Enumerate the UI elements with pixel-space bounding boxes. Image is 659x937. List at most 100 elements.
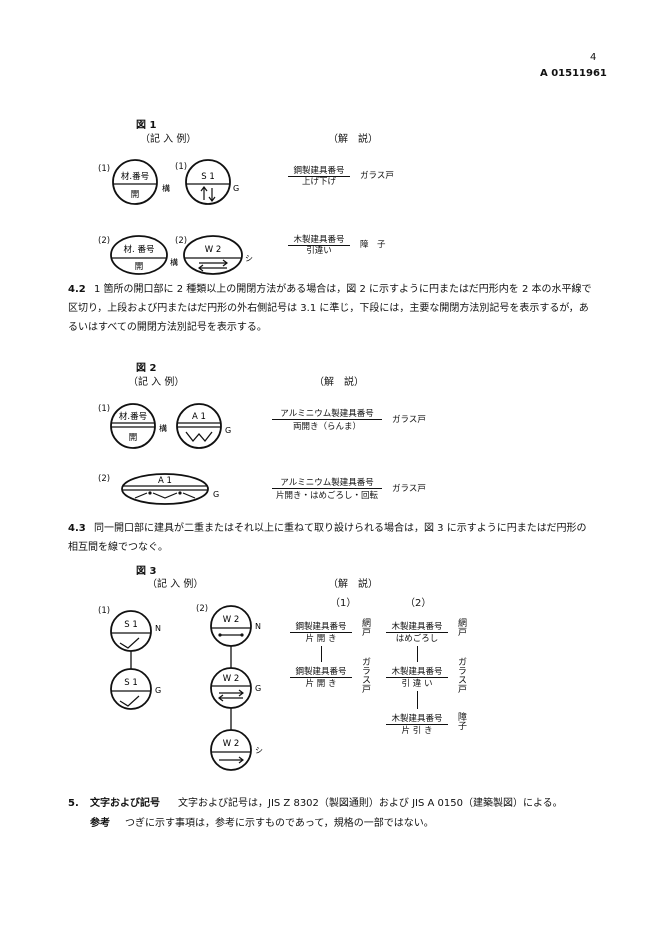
- fig3-f2-top: 木製建具番号: [386, 665, 448, 678]
- fig1-circle-2: S 1 G: [185, 159, 239, 205]
- fig1-exp1-bottom: 上げ下げ: [301, 177, 336, 187]
- fig1-explain-label: （解 説）: [328, 134, 378, 145]
- fig2-exp2-bottom: 片開き・はめごろし・回転: [275, 491, 378, 501]
- fig1-c3-bottom: 開: [135, 262, 144, 272]
- fig3-item2-marker: (2): [196, 604, 209, 614]
- section-4-2-text: 1 箇所の開口部に 2 種類以上の開閉方法がある場合は，図 2 に示すように円ま…: [68, 284, 592, 333]
- fig2-exp1-bottom: 両開き（らんま）: [292, 422, 361, 432]
- fig2-symbols: 材.番号 開 構 A 1 G A 1 G: [110, 403, 231, 505]
- fig3-b-top: S 1: [124, 678, 138, 688]
- fig3-e2-side: ガラス戸: [360, 657, 370, 693]
- fig3-f1-connector: [417, 646, 418, 662]
- fig3-title: 図 3: [136, 566, 157, 577]
- fig2-example-label: （記 入 例）: [128, 377, 185, 388]
- fig3-e1-side: 網戸: [360, 618, 370, 636]
- fig2-ellipse-3: A 1 G: [121, 473, 219, 505]
- fig3-f1-side: 網戸: [456, 618, 466, 636]
- fig1-exp1-side: ガラス戸: [360, 171, 394, 181]
- document-id: A 01511961: [540, 68, 607, 79]
- fig1-symbols: 材.番号 開 構 S 1 G 材. 番号 開 構 W 2 シ: [110, 159, 253, 275]
- fig3-e1-top: 鋼製建具番号: [290, 620, 352, 633]
- fig3-a-side: N: [155, 624, 161, 633]
- fig2-exp1-side: ガラス戸: [392, 415, 426, 425]
- section-5-number: 5.: [68, 798, 79, 809]
- fig1-circle-1: 材.番号 開 構: [112, 159, 170, 205]
- fig3-col2-middle-circle: W 2 G: [210, 667, 261, 709]
- fig3-col1-top-circle: S 1 N: [110, 610, 161, 652]
- fig1-ellipse-3: 材. 番号 開 構: [110, 235, 178, 275]
- fig3-symbols: S 1 N S 1 G W 2 N W 2 G W 2 シ: [110, 605, 263, 771]
- fig3-e2-bottom: 片 開 き: [305, 679, 337, 689]
- fig1-exp1-top: 鋼製建具番号: [288, 164, 350, 177]
- fig3-col2-label: （2）: [405, 598, 432, 609]
- fig3-col2-bottom-circle: W 2 シ: [210, 729, 263, 771]
- fig2-item1-marker: (1): [98, 404, 111, 414]
- page-number: 4: [590, 52, 597, 63]
- fig1-c4-top: W 2: [205, 245, 222, 255]
- fig1-c4-side: シ: [245, 254, 253, 263]
- fig1-c1-top: 材.番号: [121, 171, 149, 182]
- fig2-circle-2: A 1 G: [176, 403, 231, 449]
- fig3-col1-bottom-circle: S 1 G: [110, 668, 161, 710]
- fig3-c-top: W 2: [223, 615, 240, 625]
- fig2-c1-side: 構: [159, 423, 167, 433]
- fig3-f2-bottom: 引 違 い: [401, 679, 433, 689]
- fig3-example-label: （記 入 例）: [147, 579, 204, 590]
- fig3-d-top: W 2: [223, 674, 240, 684]
- fig1-item2-marker: (2): [98, 236, 111, 246]
- fig2-c2-side: G: [225, 426, 231, 435]
- fig3-f2-side: ガラス戸: [456, 657, 466, 693]
- fig1-c1-side: 構: [162, 183, 170, 193]
- fig3-e2-top: 鋼製建具番号: [290, 665, 352, 678]
- fig3-e1-bottom: 片 開 き: [305, 634, 337, 644]
- fig3-e-top: W 2: [223, 739, 240, 749]
- fig1-title: 図 1: [136, 120, 157, 131]
- fig3-c-side: N: [255, 622, 261, 631]
- fig3-d-side: G: [255, 684, 261, 693]
- reference-text: つぎに示す事項は，参考に示すものであって，規格の一部ではない。: [125, 818, 434, 829]
- fig1-item1-marker: (1): [98, 164, 111, 174]
- fig2-c3-side: G: [213, 490, 219, 499]
- fig1-c1-bottom: 開: [131, 190, 140, 200]
- fig3-col1-label: （1）: [330, 598, 357, 609]
- fig3-item1-marker: (1): [98, 606, 111, 616]
- fig3-explain-label: （解 説）: [328, 579, 378, 590]
- fig1-c3-side: 構: [170, 257, 178, 267]
- fig2-c1-bottom: 開: [129, 433, 138, 443]
- fig2-item2-marker: (2): [98, 474, 111, 484]
- section-5-text: 文字および記号は，JIS Z 8302（製図通則）および JIS A 0150（…: [178, 798, 563, 809]
- fig1-c3-top: 材. 番号: [124, 244, 155, 255]
- fig2-c1-top: 材.番号: [119, 411, 147, 422]
- fig1-item1b-marker: (1): [175, 162, 188, 172]
- fig1-exp2-side: 障 子: [360, 240, 386, 250]
- fig2-c2-top: A 1: [192, 412, 206, 422]
- section-4-3-text: 同一開口部に建具が二重またはそれ以上に重ねて取り設けられる場合は，図 3 に示す…: [68, 523, 587, 553]
- fig1-exp2-bottom: 引違い: [306, 246, 332, 256]
- section-5-heading: 文字および記号: [90, 798, 160, 809]
- fig3-e-side: シ: [255, 746, 263, 755]
- fig1-exp2-top: 木製建具番号: [288, 233, 350, 246]
- fig3-f3-top: 木製建具番号: [386, 712, 448, 725]
- fig2-circle-1: 材.番号 開 構: [110, 403, 167, 449]
- fig2-exp2-top: アルミニウム製建具番号: [272, 476, 382, 489]
- fig3-f3-bottom: 片 引 き: [401, 726, 433, 736]
- fig3-col2-top-circle: W 2 N: [210, 605, 261, 647]
- fig3-f2-connector: [417, 691, 418, 709]
- fig2-exp2-side: ガラス戸: [392, 484, 426, 494]
- fig3-a-top: S 1: [124, 620, 138, 630]
- fig1-c2-side: G: [233, 184, 239, 193]
- section-4-3-number: 4.3: [68, 523, 86, 534]
- fig1-example-label: （記 入 例）: [140, 134, 197, 145]
- fig2-explain-label: （解 説）: [314, 377, 364, 388]
- fig2-title: 図 2: [136, 363, 157, 374]
- fig2-c3-top: A 1: [158, 476, 172, 486]
- fig3-f3-side: 障子: [456, 712, 466, 730]
- fig3-b-side: G: [155, 686, 161, 695]
- fig2-exp1-top: アルミニウム製建具番号: [272, 407, 382, 420]
- fig1-item2b-marker: (2): [175, 236, 188, 246]
- fig3-f1-top: 木製建具番号: [386, 620, 448, 633]
- section-4-2-number: 4.2: [68, 284, 86, 295]
- fig1-ellipse-4: W 2 シ: [183, 235, 253, 275]
- fig3-e1-connector: [321, 646, 322, 662]
- fig3-f1-bottom: はめごろし: [395, 634, 439, 644]
